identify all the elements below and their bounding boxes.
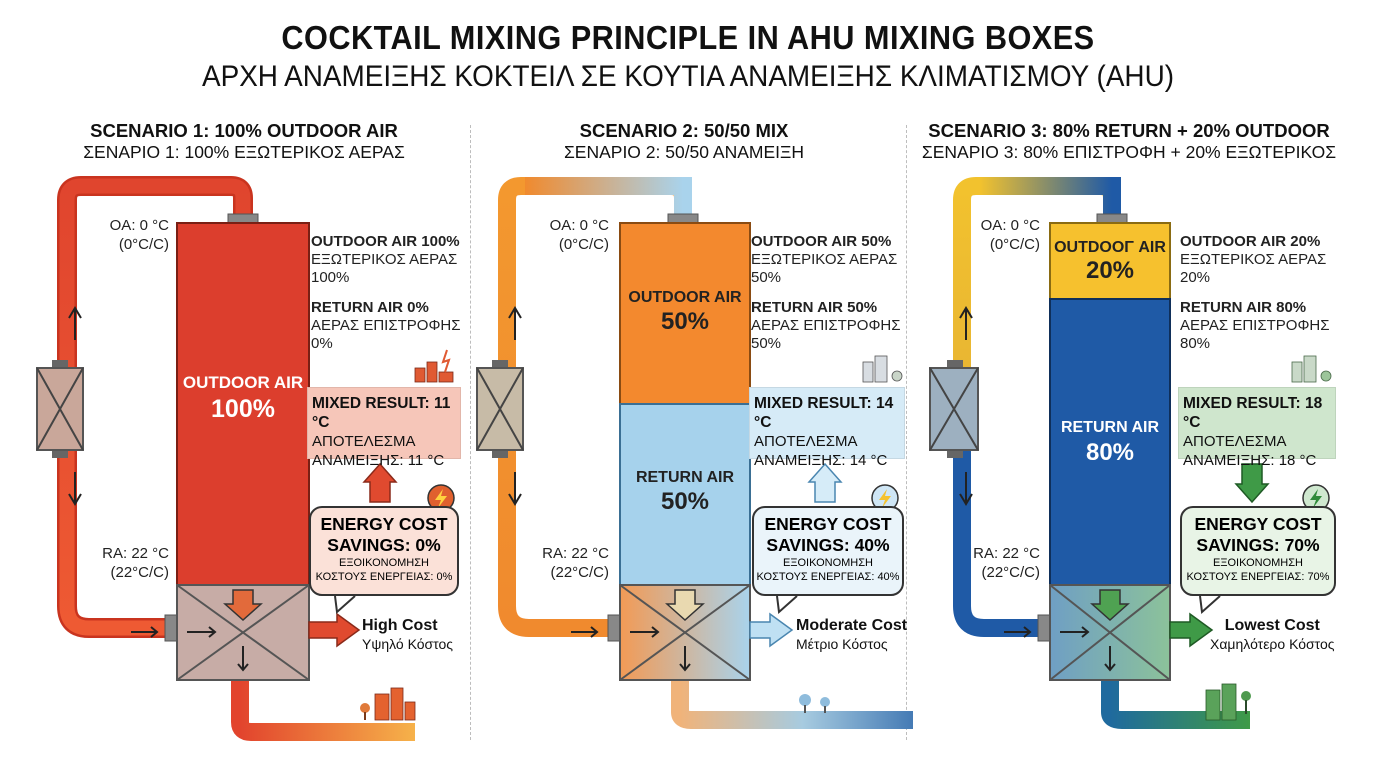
arrow-right-icon: [131, 626, 159, 638]
scenario-diagram: [476, 177, 913, 729]
scenario-divider: [906, 125, 907, 740]
mixing-box: [1037, 584, 1171, 681]
scenario-diagram: [929, 177, 1332, 729]
return-air-temp-label: RA: 22 °C(22°C/C): [973, 545, 1040, 581]
return-column: [619, 403, 751, 586]
mixing-box: [607, 584, 751, 681]
supply-duct: [1101, 680, 1250, 729]
supply-duct: [671, 680, 913, 729]
title-english: COCKTAIL MIXING PRINCIPLE IN AHU MIXING …: [281, 19, 1095, 56]
tree-icon: [1241, 691, 1251, 714]
arrow-up-icon: [68, 306, 82, 340]
scenario-divider: [470, 125, 471, 740]
output-arrow: [1169, 612, 1214, 648]
return-column-label: RETURN AIR 50%: [635, 469, 735, 515]
city-icon: [414, 349, 454, 383]
damper-icon: [476, 360, 524, 458]
arrow-right-icon: [1004, 626, 1032, 638]
arrow-down-icon: [959, 472, 973, 506]
title-greek: ΑΡΧΗ ΑΝΑΜΕΙΞΗΣ ΚΟΚΤΕΙΛ ΣΕ ΚΟΥΤΙΑ ΑΝΑΜΕΙΞ…: [201, 60, 1175, 93]
output-arrow: [749, 612, 794, 648]
scenario-title-gr: ΣΕΝΑΡΙΟ 1: 100% ΕΞΩΤΕΡΙΚΟΣ ΑΕΡΑΣ: [83, 142, 405, 162]
outdoor-air-temp-label: OA: 0 °C(0°C/C): [109, 217, 169, 253]
outdoor-column: [1049, 222, 1171, 300]
arrow-up-icon: [959, 306, 973, 340]
tree-icon: [799, 694, 811, 713]
output-arrow: [308, 612, 361, 648]
damper-icon: [36, 360, 84, 458]
outdoor-air-temp-label: OA: 0 °C(0°C/C): [980, 217, 1040, 253]
scenario-panel-1: SCENARIO 1: 100% OUTDOOR AIR ΣΕΝΑΡΙΟ 1: …: [15, 0, 473, 768]
outdoor-column-label: OUTDOOR AIR 50%: [628, 289, 742, 335]
scenario-title-en: SCENARIO 3: 80% RETURN + 20% OUTDOOR: [928, 120, 1330, 141]
scenario-title-gr: ΣΕΝΑΡΙΟ 3: 80% ΕΠΙΣΤΡΟΦΗ + 20% ΕΞΩΤΕΡΙΚΟ…: [921, 142, 1337, 162]
tree-icon: [360, 703, 370, 720]
supply-duct: [231, 680, 415, 741]
outdoor-column-label: OUTDOOR AIR 100%: [182, 373, 304, 423]
return-column-label: RETURN AIR 80%: [1060, 419, 1160, 466]
return-air-temp-label: RA: 22 °C(22°C/C): [542, 545, 609, 581]
scenario-title-en: SCENARIO 1: 100% OUTDOOR AIR: [90, 120, 398, 141]
scenario-panel-3: SCENARIO 3: 80% RETURN + 20% OUTDOOR ΣΕΝ…: [900, 0, 1358, 768]
city-icon: [1291, 355, 1332, 383]
city-icon: [1205, 683, 1237, 721]
outdoor-column-label: OUTDOOΓ AIR 20%: [1054, 239, 1166, 284]
city-icon: [862, 355, 903, 383]
title-block: COCKTAIL MIXING PRINCIPLE IN AHU MIXING …: [0, 18, 1376, 96]
energy-savings-bubble: ENERGY COST SAVINGS: 0% ΕΞΟΙΚΟΝΟΜΗΣΗ ΚΟΣ…: [309, 506, 459, 596]
mixed-result-box: MIXED RESULT: 11 °C ΑΠΟΤΕΛΕΣΜΑ ΑΝΑΜΕΙΞΗΣ…: [307, 387, 461, 469]
arrow-up-icon: [508, 306, 522, 340]
city-icon: [374, 687, 416, 721]
energy-savings-bubble: ENERGY COST SAVINGS: 40% ΕΞΟΙΚΟΝΟΜΗΣΗ ΚΟ…: [752, 506, 904, 596]
damper-icon: [929, 360, 979, 458]
scenario-title-en: SCENARIO 2: 50/50 MIX: [579, 120, 789, 141]
mixing-box: [164, 584, 310, 681]
mixed-result-box: MIXED RESULT: 18 °C ΑΠΟΤΕΛΕΣΜΑ ΑΝΑΜΕΙΞΗΣ…: [1178, 387, 1336, 469]
mixed-result-box: MIXED RESULT: 14 °C ΑΠΟΤΕΛΕΣΜΑ ΑΝΑΜΕΙΞΗΣ…: [749, 387, 905, 469]
arrow-up-icon: [362, 462, 398, 503]
outdoor-column: [619, 222, 751, 405]
scenario-heading: SCENARIO 3: 80% RETURN + 20% OUTDOOR ΣΕΝ…: [900, 120, 1358, 163]
scenario-panel-2: SCENARIO 2: 50/50 MIX ΣΕΝΑΡΙΟ 2: 50/50 Α…: [455, 0, 913, 768]
outdoor-air-temp-label: OA: 0 °C(0°C/C): [549, 217, 609, 253]
arrow-up-icon: [807, 462, 843, 503]
arrow-down-icon: [508, 472, 522, 506]
energy-savings-bubble: ENERGY COST SAVINGS: 70% ΕΞΟΙΚΟΝΟΜΗΣΗ ΚΟ…: [1180, 506, 1336, 596]
return-air-temp-label: RA: 22 °C(22°C/C): [102, 545, 169, 581]
scenario-diagram: [36, 176, 455, 741]
scenario-title-gr: ΣΕΝΑΡΙΟ 2: 50/50 ΑΝΑΜΕΙΞΗ: [563, 142, 805, 162]
arrow-down-icon: [68, 472, 82, 506]
arrow-right-icon: [571, 626, 599, 638]
outdoor-column: [176, 222, 310, 586]
scenario-heading: SCENARIO 2: 50/50 MIX ΣΕΝΑΡΙΟ 2: 50/50 Α…: [455, 120, 913, 163]
scenario-heading: SCENARIO 1: 100% OUTDOOR AIR ΣΕΝΑΡΙΟ 1: …: [15, 120, 473, 163]
tree-icon: [820, 697, 830, 713]
arrow-down-icon: [1234, 463, 1270, 504]
